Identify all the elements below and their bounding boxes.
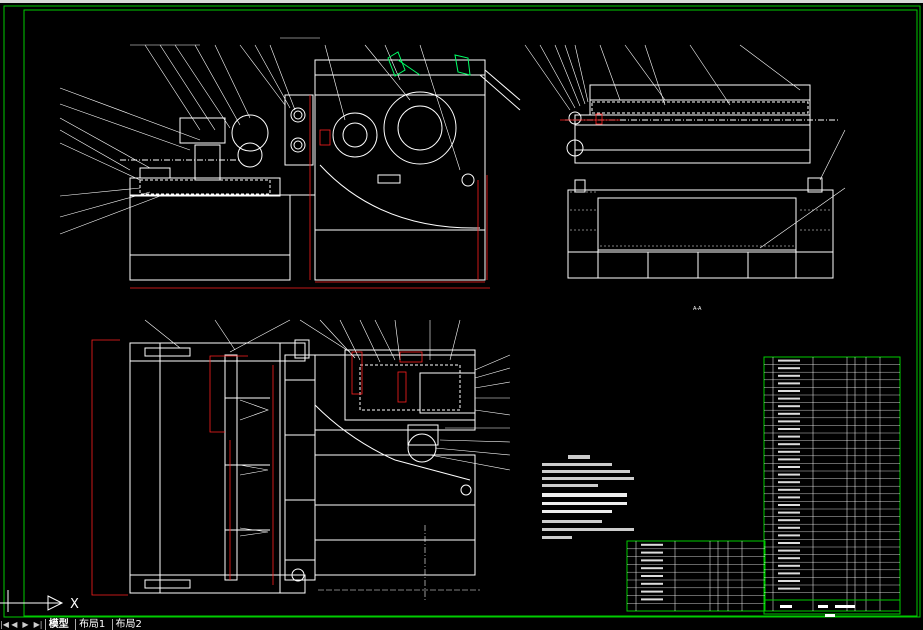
table-cell-mark [641, 575, 663, 577]
top-view-leaders [144, 319, 511, 471]
table-cell-mark [778, 542, 800, 544]
table-cell-mark [778, 374, 800, 377]
table-cell-mark [778, 412, 800, 415]
table-cell-mark [778, 526, 800, 529]
tab-nav-next-icon[interactable]: ▶ [22, 620, 29, 629]
table-cell-mark [778, 397, 800, 400]
layout-tab-bar: |◀ ◀ ▶ ▶| 模型 布局1 布局2 [0, 619, 923, 630]
ucs-x-label: X [70, 597, 79, 612]
table-cell-mark [778, 488, 800, 491]
tab-model[interactable]: 模型 [44, 619, 72, 630]
tab-nav-last-icon[interactable]: ▶| [33, 620, 43, 629]
title-block-marks [780, 605, 855, 617]
section-view-leaders [524, 44, 846, 249]
table-cell-mark [778, 466, 800, 468]
table-cell-mark [778, 458, 800, 461]
table-cell-mark [778, 587, 800, 590]
table-cell-mark [778, 504, 800, 506]
table-cell-mark [641, 582, 663, 585]
drawing-border-outer [3, 5, 921, 618]
tab-nav-prev-icon[interactable]: ◀ [11, 620, 18, 629]
table-cell-mark [778, 564, 800, 567]
top-view-dimensions [91, 339, 423, 596]
table-cell-mark [778, 549, 800, 552]
table-cell-mark [778, 359, 800, 362]
parts-list-rows-left [627, 543, 765, 604]
front-view-leaders [59, 37, 461, 235]
technical-notes [542, 455, 634, 539]
table-cell-mark [641, 598, 663, 601]
table-cell-mark [778, 390, 800, 392]
table-cell-mark [641, 567, 663, 570]
table-cell-mark [778, 420, 800, 423]
section-view-hatch [570, 191, 830, 247]
drawing-border-inner [23, 9, 918, 617]
table-cell-mark [778, 534, 800, 537]
section-view [565, 84, 840, 279]
table-cell-mark [778, 367, 800, 370]
top-view [129, 339, 476, 594]
window-top-edge [0, 0, 923, 3]
front-view-dimensions [130, 95, 490, 289]
parts-list-rows-right [764, 359, 900, 593]
table-cell-mark [778, 557, 800, 560]
front-view-accents [387, 51, 471, 77]
table-cell-mark [641, 543, 663, 546]
table-cell-mark [778, 481, 800, 484]
table-cell-mark [778, 572, 800, 575]
tab-layout-2[interactable]: 布局2 [111, 619, 145, 630]
parts-list-table-left [626, 540, 766, 612]
table-cell-mark [641, 559, 663, 562]
table-cell-mark [778, 435, 800, 438]
table-cell-mark [641, 551, 663, 554]
table-cell-mark [778, 580, 800, 582]
table-cell-mark [778, 473, 800, 476]
table-cell-mark [778, 382, 800, 385]
tab-layout-1[interactable]: 布局1 [74, 619, 108, 630]
table-cell-mark [778, 450, 800, 453]
table-cell-mark [778, 511, 800, 514]
ucs-icon [0, 590, 64, 612]
table-cell-mark [778, 496, 800, 499]
parts-list-table-right [763, 356, 901, 612]
table-cell-mark [778, 405, 800, 408]
table-cell-mark [778, 519, 800, 522]
tab-nav-first-icon[interactable]: |◀ [0, 620, 9, 629]
table-cell-mark [778, 428, 800, 430]
front-view [120, 59, 521, 281]
table-cell-mark [641, 590, 663, 593]
top-view-details [239, 399, 480, 600]
table-cell-mark [778, 443, 800, 446]
section-label: A-A [693, 306, 702, 312]
section-view-dimensions [560, 113, 620, 125]
